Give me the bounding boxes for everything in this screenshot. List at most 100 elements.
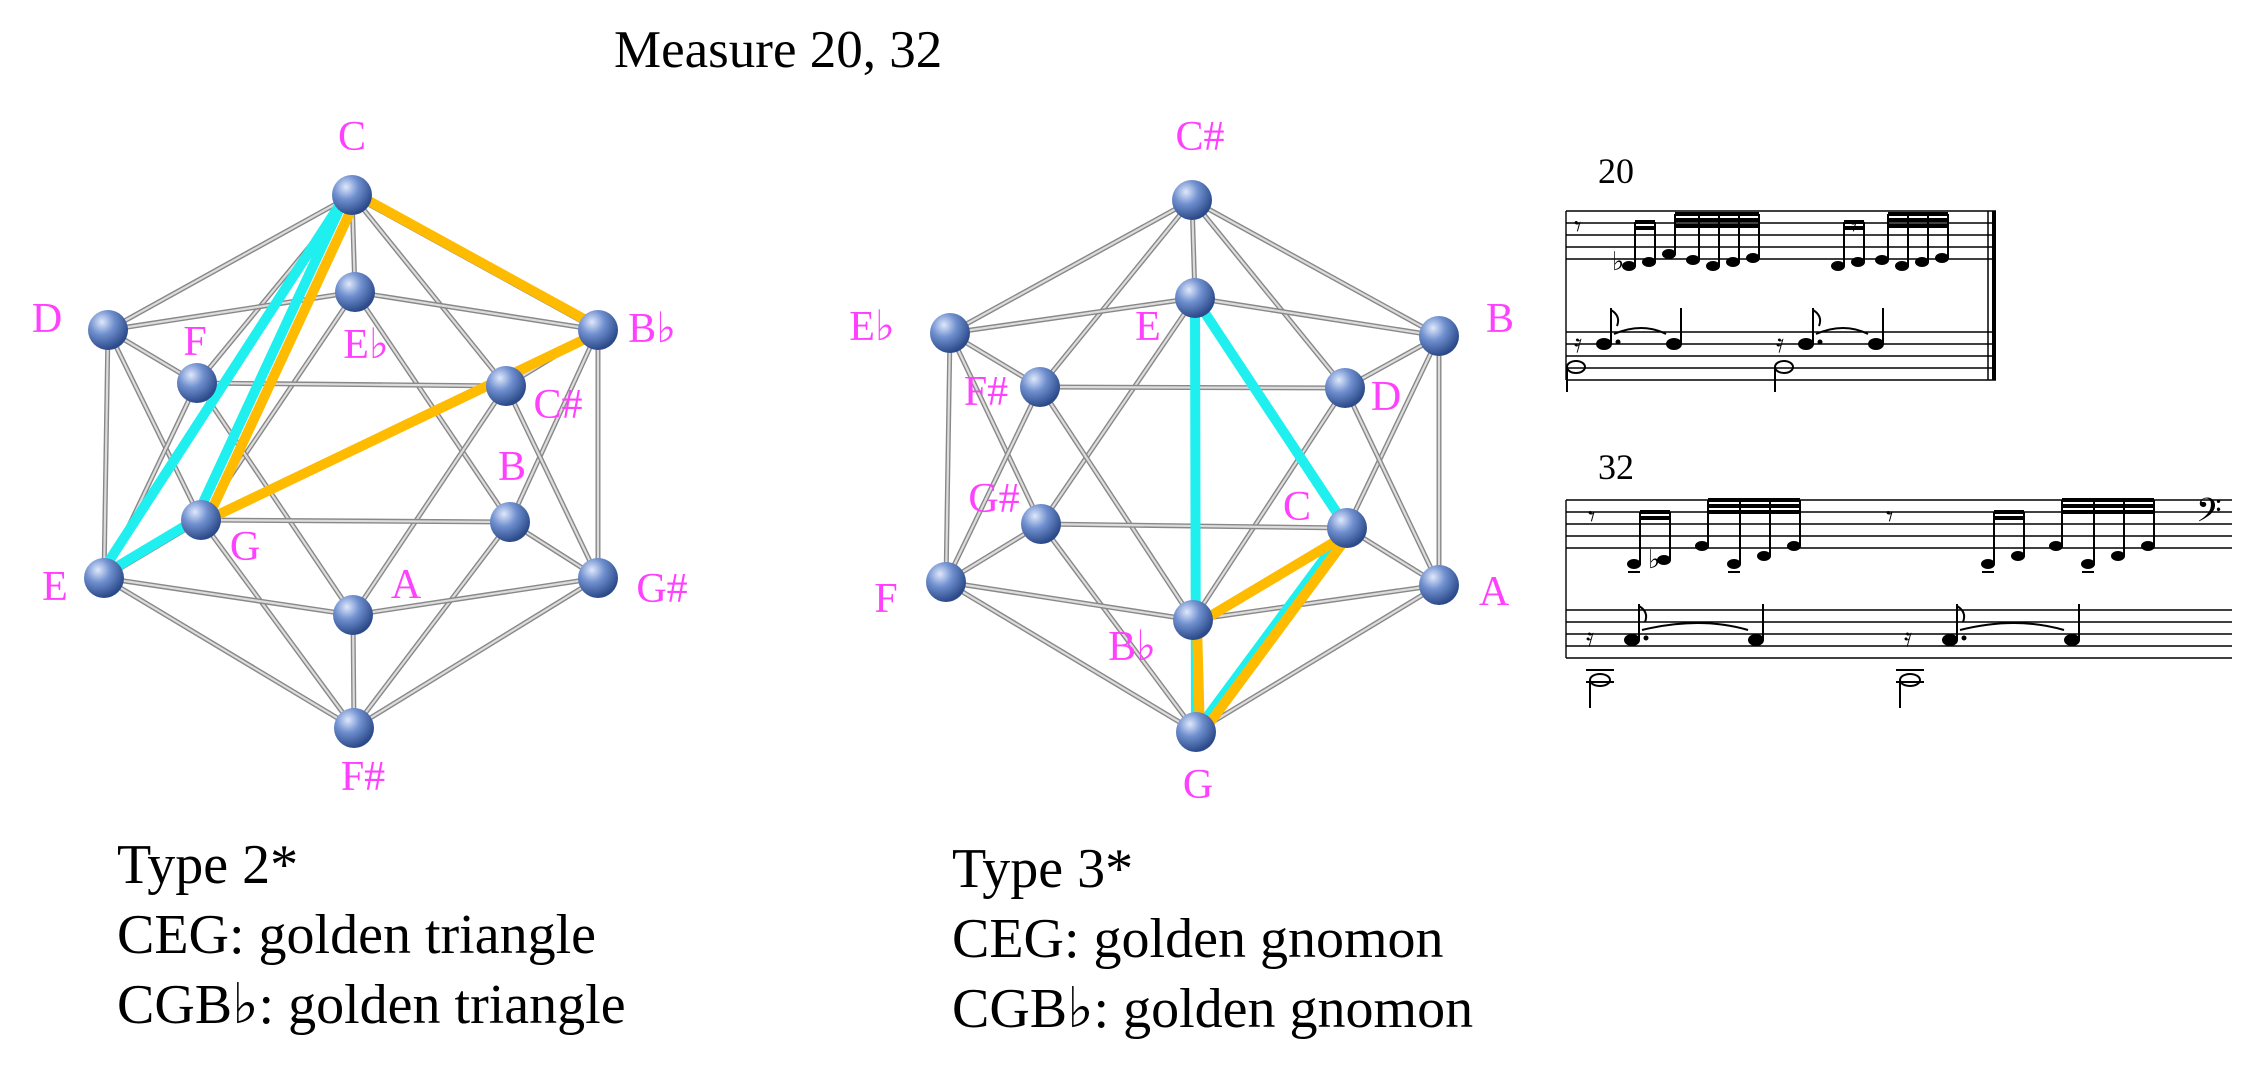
right-label-Gs: G# [968,476,1019,522]
right-node-A [1419,565,1459,605]
svg-text:𝄿: 𝄿 [1574,329,1582,358]
left-label-A: A [391,562,422,608]
edge-line [107,194,353,331]
right-label-F: F [874,576,897,622]
right-node-F [926,562,966,602]
edge-line [1039,386,1194,621]
left-node-E [84,558,124,598]
caption-right-cgbb: CGB♭: golden gnomon [952,978,1474,1040]
edge-line [196,382,354,616]
right-node-Bb [1173,600,1213,640]
edge-line [354,290,599,332]
edge-line [1344,387,1440,586]
edge-line [944,332,952,583]
right-gold-triangle [1192,527,1356,741]
edge-line [1039,199,1193,388]
edge-line [949,296,1196,335]
edge-line [1195,584,1440,733]
left-node-B [490,502,530,542]
left-node-Fs [334,708,374,748]
svg-text:𝄾: 𝄾 [1886,502,1893,533]
edge-line [102,329,110,579]
svg-text:♭: ♭ [1648,545,1660,574]
right-node-Fs [1020,367,1060,407]
edge-line [505,385,599,579]
left-label-Bb: B♭ [628,306,676,352]
right-node-Gs [1021,504,1061,544]
left-node-Gs [578,558,618,598]
right-label-D: D [1371,374,1401,420]
edge-line [196,381,507,388]
left-gold-triangle [202,190,609,525]
edge-line [200,518,511,524]
svg-text:𝄿: 𝄿 [1776,329,1784,358]
left-label-E: E [42,564,68,610]
left-node-Bb [578,310,618,350]
left-node-G [181,500,221,540]
left-label-D: D [32,296,62,342]
edge-line [945,386,1041,583]
edge-line [1346,335,1440,529]
bass-clef-icon: 𝄢 [2196,492,2222,537]
right-node-E [1175,278,1215,318]
left-cyan-triangle [93,190,351,583]
right-node-D [1325,368,1365,408]
right-node-Cs [1172,180,1212,220]
edge-line [1192,387,1346,621]
edge-line [1040,297,1196,525]
right-label-Bb: B♭ [1108,624,1156,670]
edge-line [1191,199,1440,337]
score-32-lower-notes: 𝄿 𝄿 [1586,604,2080,708]
edge-line [103,576,354,617]
left-label-Eb: E♭ [343,322,388,368]
edge-line [509,329,599,523]
measure-number-32: 32 [1598,447,1634,487]
edge-line [103,577,355,729]
right-label-B: B [1486,296,1514,342]
edge-line [351,194,507,387]
edge-line [353,577,599,729]
left-node-F [177,363,217,403]
score-20-lower-notes: 𝄿 𝄿 [1566,308,1884,392]
svg-text:𝄿: 𝄿 [1586,623,1594,652]
caption-right-type: Type 3* [952,838,1134,900]
left-label-F: F [183,319,206,365]
right-label-E: E [1135,304,1161,350]
edge-line [352,385,507,616]
left-label-B: B [498,444,526,490]
score-20-upper-notes: 𝄾 ♭ 𝄾 [1574,212,1949,276]
right-label-Fs: F# [964,369,1008,415]
edge-line [352,576,599,617]
caption-left-ceg: CEG: golden triangle [117,904,597,966]
left-node-Eb [335,272,375,312]
caption-right-ceg: CEG: golden gnomon [952,908,1444,970]
edge-line [200,519,355,729]
caption-left-cgbb: CGB♭: golden triangle [117,974,626,1036]
edge-line [1040,523,1197,733]
left-label-C: C [338,114,366,160]
right-label-Eb: E♭ [849,304,894,350]
left-node-D [88,310,128,350]
right-cyan-triangle [1190,295,1352,737]
svg-text:𝄾: 𝄾 [1574,212,1581,243]
left-node-A [333,595,373,635]
left-node-Cs [486,366,526,406]
right-node-G [1176,712,1216,752]
edge-line [1192,583,1440,622]
edge-line [945,581,1197,733]
right-label-G: G [1183,762,1213,808]
left-label-G: G [230,524,260,570]
left-label-Gs: G# [636,566,687,612]
edge-line [949,332,1042,525]
edge-line [1194,296,1440,338]
right-node-B [1419,316,1459,356]
caption-left-type: Type 2* [117,834,299,896]
right-label-C: C [1283,484,1311,530]
caption-left: Type 2* CEG: golden triangle CGB♭: golde… [117,830,626,1040]
edge-line [1191,199,1346,389]
